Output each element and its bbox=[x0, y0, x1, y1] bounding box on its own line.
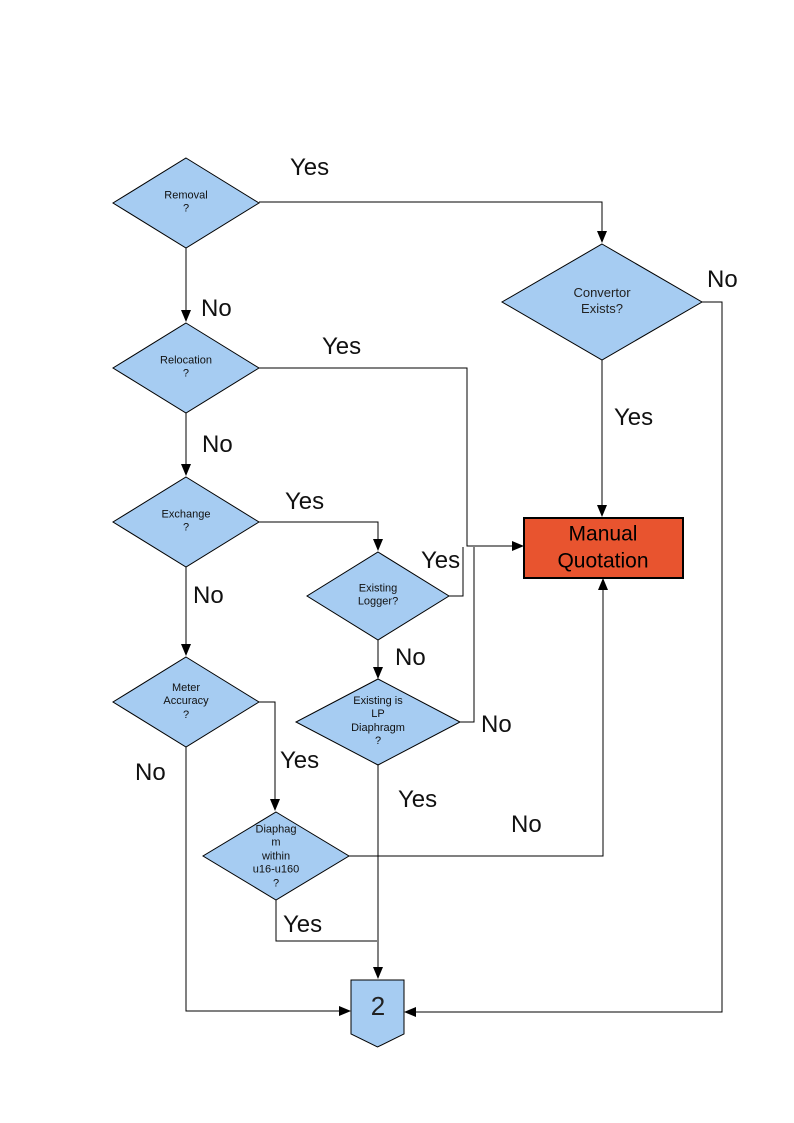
existing-logger-no-label: No bbox=[395, 644, 426, 671]
arrow-into-connector-left bbox=[339, 1006, 351, 1016]
existing-lp-no-label: No bbox=[481, 711, 512, 738]
arrow-into-relocation bbox=[181, 310, 191, 322]
existing-lp-yes-label: Yes bbox=[398, 786, 438, 813]
arrow-into-diaphragm bbox=[270, 799, 280, 811]
arrow-into-existing-lp bbox=[373, 667, 383, 679]
arrow-into-quotation-bottom bbox=[598, 578, 608, 590]
decision-shapes bbox=[112, 157, 703, 901]
existing-logger-yes-label: Yes bbox=[421, 547, 461, 574]
convertor-no-label: No bbox=[707, 266, 738, 293]
relocation-label: Relocation ? bbox=[160, 354, 212, 380]
relocation-yes-label: Yes bbox=[322, 333, 362, 360]
edge-diaphragm-yes bbox=[275, 900, 377, 942]
arrow-into-existing-logger bbox=[373, 539, 383, 551]
convertor-label: Convertor Exists? bbox=[573, 285, 631, 316]
meter-no-label: No bbox=[135, 759, 166, 786]
arrowheads bbox=[181, 231, 608, 1017]
diaphragm-yes-label: Yes bbox=[283, 911, 323, 938]
edge-diaphragm-no bbox=[349, 589, 604, 857]
edge-convertor-no bbox=[415, 301, 723, 1013]
meter-accuracy-label: Meter Accuracy ? bbox=[163, 681, 209, 721]
edge-meter-yes bbox=[259, 701, 276, 800]
removal-label: Removal ? bbox=[164, 189, 208, 215]
edge-exchange-yes bbox=[259, 521, 379, 540]
arrow-into-connector-right bbox=[404, 1007, 416, 1017]
relocation-no-label: No bbox=[202, 431, 233, 458]
arrow-into-meter bbox=[181, 644, 191, 656]
existing-lp-label: Existing is LP Diaphragm ? bbox=[351, 695, 405, 748]
exchange-diamond bbox=[112, 476, 260, 568]
arrow-into-exchange bbox=[181, 464, 191, 476]
removal-yes-label: Yes bbox=[290, 154, 330, 181]
offpage-connector-label: 2 bbox=[370, 991, 386, 1022]
arrow-into-quotation-left bbox=[512, 541, 524, 551]
relocation-diamond bbox=[112, 322, 260, 414]
edge-existing-lp-no bbox=[460, 547, 475, 723]
edge-meter-no bbox=[185, 747, 340, 1012]
convertor-yes-label: Yes bbox=[614, 404, 654, 431]
meter-yes-label: Yes bbox=[280, 747, 320, 774]
arrow-into-convertor bbox=[597, 231, 607, 243]
removal-no-label: No bbox=[201, 295, 232, 322]
removal-diamond bbox=[112, 157, 260, 249]
exchange-label: Exchange ? bbox=[161, 508, 211, 534]
convertor-diamond bbox=[501, 243, 703, 361]
exchange-no-label: No bbox=[193, 582, 224, 609]
manual-quotation-label: Manual Quotation bbox=[557, 522, 649, 573]
connector-lines bbox=[185, 201, 723, 1013]
edge-existing-logger-yes bbox=[449, 547, 464, 597]
arrow-into-connector-top bbox=[373, 967, 383, 979]
meter-accuracy-diamond bbox=[112, 656, 260, 748]
existing-logger-label: Existing Logger? bbox=[357, 582, 399, 608]
diaphragm-range-label: Diaphag m within u16-u160 ? bbox=[252, 823, 300, 890]
manual-quotation-box bbox=[523, 517, 684, 579]
existing-lp-diamond bbox=[294, 678, 462, 766]
edge-removal-yes bbox=[259, 201, 603, 232]
diaphragm-no-label: No bbox=[511, 811, 542, 838]
diaphragm-range-diamond bbox=[202, 811, 350, 901]
existing-logger-diamond bbox=[306, 551, 450, 641]
edge-relocation-yes bbox=[259, 367, 513, 547]
exchange-yes-label: Yes bbox=[285, 488, 325, 515]
offpage-connector-shape bbox=[350, 979, 405, 1048]
arrow-into-quotation-top bbox=[597, 505, 607, 517]
